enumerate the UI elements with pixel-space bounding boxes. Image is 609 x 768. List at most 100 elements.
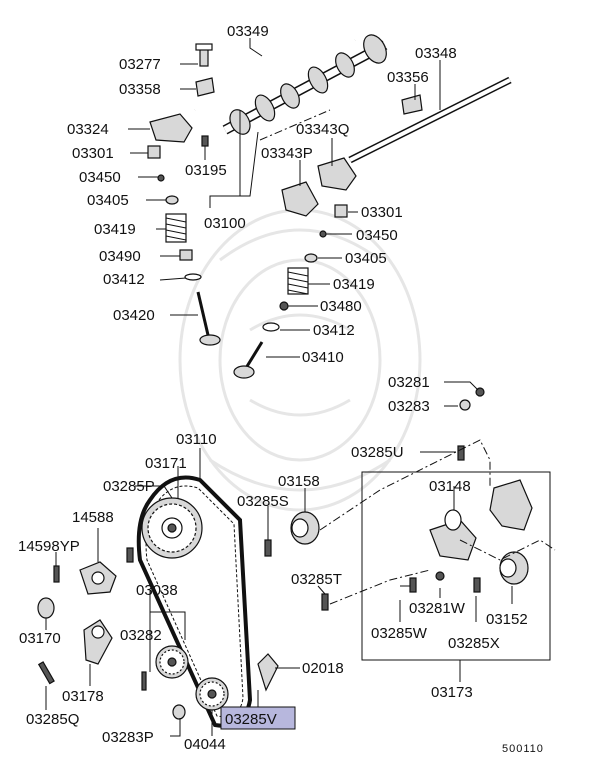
label-03480[interactable]: 03480 [320,298,362,315]
label-03419-left[interactable]: 03419 [94,221,136,238]
seal-03170 [37,597,55,619]
label-03450-right[interactable]: 03450 [356,227,398,244]
label-03405-left[interactable]: 03405 [87,192,129,209]
pulley-03152 [499,551,529,585]
rocker-arm-03343Q [317,157,357,191]
label-03158[interactable]: 03158 [278,473,320,490]
washer-03412 [184,273,202,281]
label-03285Q[interactable]: 03285Q [26,711,79,728]
bolt-03285S [264,539,272,557]
bolt-03283P [172,704,186,720]
bolt-14598YP [53,565,60,583]
label-03343P[interactable]: 03343P [261,145,313,162]
label-03343Q[interactable]: 03343Q [296,121,349,138]
camshaft [222,34,388,135]
label-03356[interactable]: 03356 [387,69,429,86]
label-03301-left[interactable]: 03301 [72,145,114,162]
seal-03480 [279,301,289,311]
label-03420[interactable]: 03420 [113,307,155,324]
label-03100[interactable]: 03100 [204,215,246,232]
label-03285S[interactable]: 03285S [237,493,289,510]
rocker-shaft-03349 [194,38,356,112]
label-03171[interactable]: 03171 [145,455,187,472]
label-03410[interactable]: 03410 [302,349,344,366]
label-03358[interactable]: 03358 [119,81,161,98]
label-03349[interactable]: 03349 [227,23,269,40]
pin-03282 [141,671,147,691]
bolt-03285U [457,445,465,461]
idler-pulley-03158 [290,511,320,545]
label-03173[interactable]: 03173 [431,684,473,701]
rocker-arm-03324 [149,113,193,143]
nut-03283 [459,399,471,411]
alignment-lines [259,109,556,605]
assembly-box-03173 [361,471,551,661]
label-03285W[interactable]: 03285W [371,625,428,642]
bolt-03285T [321,593,329,611]
label-04044[interactable]: 04044 [184,736,226,753]
label-03285P[interactable]: 03285P [103,478,155,495]
cap-03358 [195,77,215,97]
labels: 03349 03348 03277 03358 03356 03324 0334… [18,23,543,755]
nut-03450 [157,174,165,182]
label-03170[interactable]: 03170 [19,630,61,647]
label-03283[interactable]: 03283 [388,398,430,415]
label-03301-right[interactable]: 03301 [361,204,403,221]
label-03490[interactable]: 03490 [99,248,141,265]
washer-03281W [435,571,445,581]
label-03285X[interactable]: 03285X [448,635,500,652]
bracket-assembly [489,479,533,531]
washer-03412b [262,322,280,332]
bolt-03277 [199,47,209,67]
label-03405-right[interactable]: 03405 [345,250,387,267]
label-03110[interactable]: 03110 [176,431,217,448]
cam-sprocket-03171 [141,497,203,559]
tensioner-assembly-03148 [429,509,477,561]
label-03277[interactable]: 03277 [119,56,161,73]
label-03450-left[interactable]: 03450 [79,169,121,186]
label-03152[interactable]: 03152 [486,611,528,628]
label-03195[interactable]: 03195 [185,162,227,179]
label-03419-right[interactable]: 03419 [333,276,375,293]
label-03285U[interactable]: 03285U [351,444,404,461]
label-03348[interactable]: 03348 [415,45,457,62]
retainer-03405b [304,253,318,263]
adjuster-03301b [334,204,348,218]
label-03324[interactable]: 03324 [67,121,109,138]
seal-03490 [179,249,193,261]
pin-03195 [201,135,209,147]
tensioner-14588 [79,561,117,595]
label-03148[interactable]: 03148 [429,478,471,495]
retainer-03405 [165,195,179,205]
bolt-head-03277 [195,43,213,51]
label-03285V-highlighted[interactable]: 03285V [225,711,277,728]
label-14588[interactable]: 14588 [72,509,114,526]
label-03412-right[interactable]: 03412 [313,322,355,339]
bolt-03285Q [37,661,55,685]
label-02018[interactable]: 02018 [302,660,344,677]
label-03281W[interactable]: 03281W [409,600,466,617]
label-03285T[interactable]: 03285T [291,571,342,588]
bolt-03285W [409,577,417,593]
bracket-02018 [257,653,279,692]
bolt-03285P [126,547,134,563]
tensioner-arm-03178 [83,619,113,665]
label-03281[interactable]: 03281 [388,374,430,391]
label-03283P[interactable]: 03283P [102,729,154,746]
label-14598YP[interactable]: 14598YP [18,538,80,555]
nut-03450b [319,230,327,238]
cap-03356 [401,94,423,115]
leader-lines [45,38,513,737]
label-03282[interactable]: 03282 [120,627,162,644]
valve-03420 [196,291,221,346]
rocker-shaft-03348 [348,76,512,164]
valve-03410 [233,341,264,379]
valve-spring-03419 [165,213,187,243]
sprocket-03038 [155,645,189,679]
label-03412-left[interactable]: 03412 [103,271,145,288]
label-03038[interactable]: 03038 [136,582,178,599]
label-03178[interactable]: 03178 [62,688,104,705]
adjuster-03301 [147,145,161,159]
